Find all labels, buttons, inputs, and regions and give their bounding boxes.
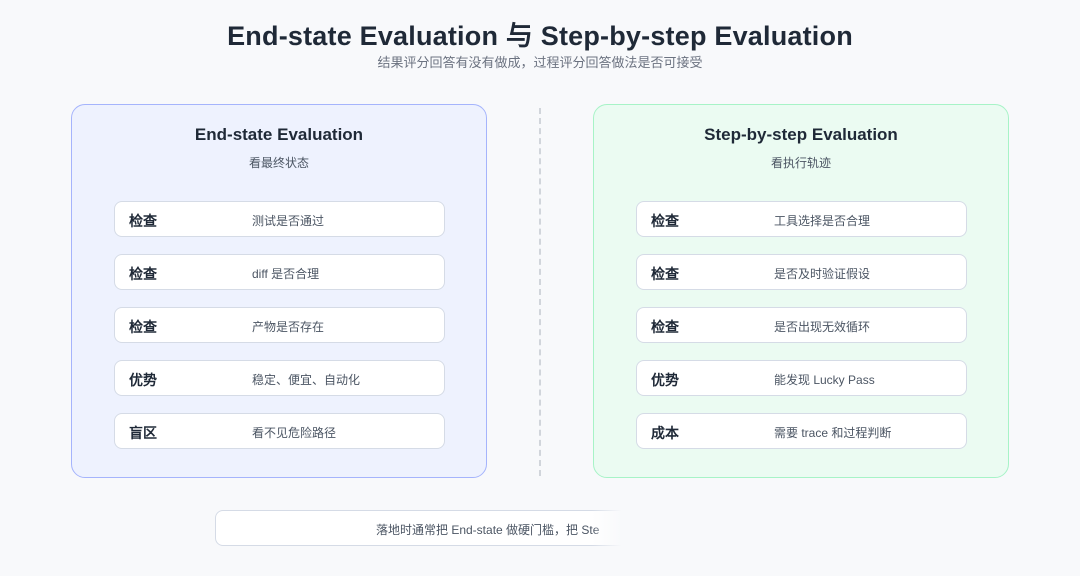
row-value: 是否及时验证假设 (774, 267, 871, 281)
row-label: 盲区 (129, 425, 157, 441)
list-item: 盲区 看不见危险路径 (114, 413, 445, 449)
row-value: 产物是否存在 (252, 320, 325, 334)
row-label: 检查 (651, 266, 679, 282)
row-value: 稳定、便宜、自动化 (252, 373, 361, 387)
row-value: 工具选择是否合理 (774, 214, 871, 228)
panel-title: Step-by-step Evaluation (704, 125, 898, 144)
end-state-panel: End-state Evaluation 看最终状态 检查 测试是否通过 检查 … (71, 104, 487, 478)
list-item: 检查 是否出现无效循环 (636, 307, 967, 343)
panel-title: End-state Evaluation (194, 125, 364, 144)
row-label: 检查 (651, 319, 679, 335)
page-subtitle: 结果评分回答有没有做成，过程评分回答做法是否可接受 (377, 55, 703, 70)
list-item: 优势 能发现 Lucky Pass (636, 360, 967, 396)
row-value: 看不见危险路径 (252, 426, 337, 440)
panel-subtitle: 看执行轨迹 (770, 156, 831, 170)
list-item: 优势 稳定、便宜、自动化 (114, 360, 445, 396)
row-label: 优势 (129, 372, 157, 388)
list-item: 检查 测试是否通过 (114, 201, 445, 237)
row-value: 测试是否通过 (252, 214, 325, 228)
row-label: 检查 (129, 213, 157, 229)
row-value: 能发现 Lucky Pass (774, 373, 875, 387)
row-label: 成本 (651, 425, 679, 441)
footer-text: 落地时通常把 End-state 做硬门槛，把 Ste (376, 523, 600, 537)
list-item: 检查 diff 是否合理 (114, 254, 445, 290)
row-value: 是否出现无效循环 (774, 320, 871, 334)
list-item: 成本 需要 trace 和过程判断 (636, 413, 967, 449)
fade-mask (592, 490, 1080, 576)
panel-divider (539, 108, 541, 476)
list-item: 检查 是否及时验证假设 (636, 254, 967, 290)
panel-subtitle: 看最终状态 (248, 156, 309, 170)
list-item: 检查 产物是否存在 (114, 307, 445, 343)
row-value: 需要 trace 和过程判断 (774, 426, 892, 440)
row-label: 检查 (129, 319, 157, 335)
step-by-step-panel: Step-by-step Evaluation 看执行轨迹 检查 工具选择是否合… (593, 104, 1009, 478)
page-title: End-state Evaluation 与 Step-by-step Eval… (227, 21, 853, 51)
row-value: diff 是否合理 (252, 267, 320, 281)
row-label: 检查 (651, 213, 679, 229)
row-label: 检查 (129, 266, 157, 282)
list-item: 检查 工具选择是否合理 (636, 201, 967, 237)
row-label: 优势 (651, 372, 679, 388)
